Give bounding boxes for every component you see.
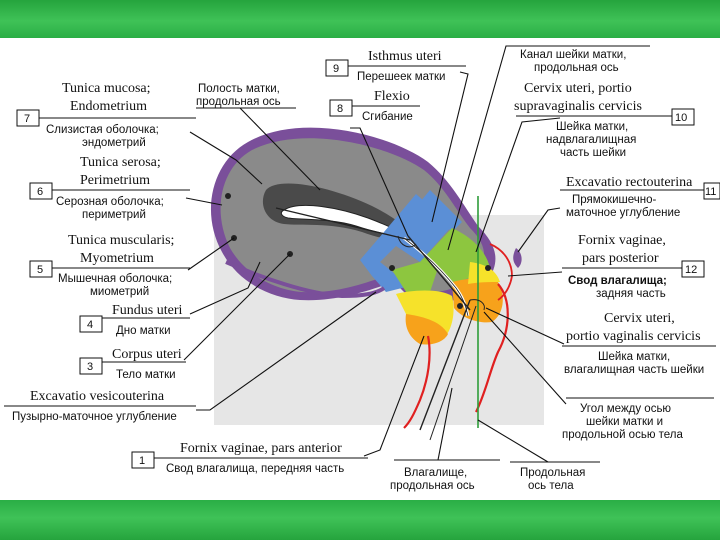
- label-9: 9 Isthmus uteri Перешеек матки: [326, 49, 466, 83]
- svg-text:Свод влагалища, передняя часть: Свод влагалища, передняя часть: [166, 463, 344, 475]
- label-body-axis: Продольная ось тела: [510, 462, 600, 492]
- svg-text:3: 3: [87, 361, 93, 373]
- svg-text:1: 1: [139, 455, 145, 467]
- svg-text:Flexio: Flexio: [374, 89, 410, 104]
- svg-text:11: 11: [705, 186, 716, 198]
- svg-text:Угол между осью: Угол между осью: [580, 403, 671, 415]
- svg-text:продольной осью тела: продольной осью тела: [562, 429, 684, 441]
- label-7: 7 Tunica mucosa; Endometrium Слизистая о…: [17, 81, 196, 149]
- label-dot: [225, 193, 231, 199]
- label-3: 3 Corpus uteri Тело матки: [80, 347, 186, 381]
- svg-text:шейки матки и: шейки матки и: [586, 416, 663, 428]
- svg-text:ось тела: ось тела: [528, 480, 574, 492]
- svg-text:Мышечная оболочка;: Мышечная оболочка;: [58, 273, 172, 285]
- svg-text:Пузырно-маточное углубление: Пузырно-маточное углубление: [12, 411, 177, 423]
- svg-text:portio vaginalis cervicis: portio vaginalis cervicis: [566, 329, 701, 344]
- label-vagina-axis: Влагалище, продольная ось: [390, 460, 500, 492]
- svg-text:Шейка матки,: Шейка матки,: [556, 121, 628, 133]
- label-1: 1 Fornix vaginae, pars anterior Свод вла…: [132, 441, 368, 475]
- svg-text:Corpus uteri: Corpus uteri: [112, 347, 182, 362]
- svg-text:Excavatio rectouterina: Excavatio rectouterina: [566, 175, 693, 190]
- svg-text:Слизистая оболочка;: Слизистая оболочка;: [46, 124, 159, 136]
- svg-text:миометрий: миометрий: [90, 286, 149, 298]
- svg-text:Серозная оболочка;: Серозная оболочка;: [56, 196, 164, 208]
- svg-text:pars posterior: pars posterior: [582, 251, 659, 266]
- label-6: 6 Tunica serosa; Perimetrium Серозная об…: [30, 155, 190, 221]
- svg-text:Перешеек матки: Перешеек матки: [357, 71, 445, 83]
- svg-text:9: 9: [333, 63, 339, 75]
- svg-text:Тело матки: Тело матки: [116, 369, 176, 381]
- svg-text:часть шейки: часть шейки: [560, 147, 626, 159]
- label-dot: [485, 265, 491, 271]
- label-11: Excavatio rectouterina 11 Прямокишечно- …: [560, 175, 720, 219]
- label-dot: [389, 265, 395, 271]
- svg-text:10: 10: [675, 112, 687, 124]
- svg-text:продольная ось: продольная ось: [390, 480, 475, 492]
- svg-text:Perimetrium: Perimetrium: [80, 173, 150, 188]
- svg-text:надвлагалищная: надвлагалищная: [546, 134, 636, 146]
- svg-text:Tunica serosa;: Tunica serosa;: [80, 155, 161, 170]
- svg-text:8: 8: [337, 103, 343, 115]
- svg-text:Fornix vaginae, pars anterior: Fornix vaginae, pars anterior: [180, 441, 342, 456]
- svg-text:Дно матки: Дно матки: [116, 325, 171, 337]
- svg-text:Прямокишечно-: Прямокишечно-: [572, 194, 656, 206]
- svg-text:эндометрий: эндометрий: [82, 137, 146, 149]
- svg-text:Tunica muscularis;: Tunica muscularis;: [68, 233, 174, 248]
- svg-text:supravaginalis cervicis: supravaginalis cervicis: [514, 99, 642, 114]
- svg-text:Fornix vaginae,: Fornix vaginae,: [578, 233, 666, 248]
- svg-text:Isthmus uteri: Isthmus uteri: [368, 49, 442, 64]
- svg-text:Endometrium: Endometrium: [70, 99, 147, 114]
- svg-text:Сгибание: Сгибание: [362, 111, 413, 123]
- svg-text:5: 5: [37, 264, 43, 276]
- svg-text:7: 7: [24, 113, 30, 125]
- label-12: Fornix vaginae, pars posterior 12 Свод в…: [562, 233, 704, 300]
- svg-text:маточное углубление: маточное углубление: [566, 207, 680, 219]
- label-canal: Канал шейки матки, продольная ось: [516, 46, 650, 74]
- svg-text:12: 12: [685, 264, 697, 276]
- svg-text:6: 6: [37, 186, 43, 198]
- svg-text:влагалищная часть шейки: влагалищная часть шейки: [564, 364, 704, 376]
- label-4: 4 Fundus uteri Дно матки: [80, 303, 190, 337]
- svg-text:Tunica mucosa;: Tunica mucosa;: [62, 81, 151, 96]
- label-cervix-vaginal: Cervix uteri, portio vaginalis cervicis …: [562, 311, 716, 376]
- svg-text:4: 4: [87, 319, 93, 331]
- label-dot: [457, 303, 463, 309]
- svg-text:Cervix uteri,: Cervix uteri,: [604, 311, 675, 326]
- svg-text:Продольная: Продольная: [520, 467, 585, 479]
- svg-text:задняя часть: задняя часть: [596, 288, 666, 300]
- svg-text:Канал шейки матки,: Канал шейки матки,: [520, 49, 626, 61]
- label-5: 5 Tunica muscularis; Myometrium Мышечная…: [30, 233, 190, 298]
- label-cavity: Полость матки, продольная ось: [196, 83, 296, 108]
- leader-body-axis: [478, 420, 548, 462]
- svg-text:периметрий: периметрий: [82, 209, 146, 221]
- svg-text:Cervix uteri, portio: Cervix uteri, portio: [524, 81, 632, 96]
- svg-text:продольная ось: продольная ось: [196, 96, 281, 108]
- label-8: 8 Flexio Сгибание: [330, 89, 420, 123]
- svg-text:Свод влагалища;: Свод влагалища;: [568, 275, 667, 287]
- svg-text:Шейка матки,: Шейка матки,: [598, 351, 670, 363]
- svg-text:Влагалище,: Влагалище,: [404, 467, 467, 479]
- svg-text:Fundus uteri: Fundus uteri: [112, 303, 183, 318]
- svg-text:Excavatio vesicouterina: Excavatio vesicouterina: [30, 389, 165, 404]
- label-vesico: Excavatio vesicouterina Пузырно-маточное…: [4, 389, 196, 423]
- svg-text:продольная ось: продольная ось: [534, 62, 619, 74]
- label-angle: Угол между осью шейки матки и продольной…: [562, 398, 714, 441]
- svg-text:Полость матки,: Полость матки,: [198, 83, 280, 95]
- svg-text:Myometrium: Myometrium: [80, 251, 154, 266]
